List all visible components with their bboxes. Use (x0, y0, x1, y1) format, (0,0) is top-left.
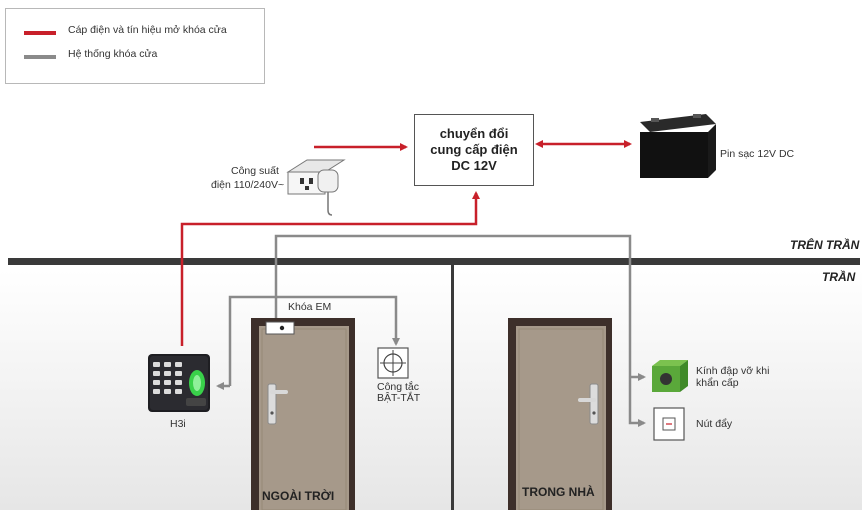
dividing-wall (451, 265, 454, 510)
power-wiring (180, 140, 632, 346)
indoor-label: TRONG NHÀ (522, 485, 595, 499)
ceiling-label: TRẦN (822, 270, 856, 284)
legend-swatch-power (24, 31, 56, 35)
outdoor-door (251, 318, 355, 510)
converter-line-1: chuyển đổi (439, 126, 509, 141)
ceiling-line (8, 258, 860, 265)
power-label-line-2: điện 110/240V~ (211, 179, 285, 191)
outdoor-label: NGOÀI TRỜI (262, 489, 335, 503)
break-glass-icon (652, 360, 688, 392)
converter-line-3: DC 12V (451, 158, 497, 173)
door-handle-icon (578, 383, 599, 425)
lock-wire-switch (228, 295, 400, 386)
break-glass-label-line-2: khẩn cấp (696, 377, 739, 389)
lock-wire-push-button (274, 234, 646, 427)
switch-label-line-1: Công tắc (377, 381, 420, 393)
break-glass-label-line-1: Kính đập vỡ khi (696, 365, 770, 377)
keypad-icon (148, 354, 210, 412)
switch-icon (377, 347, 409, 379)
h3i-label: H3i (170, 418, 186, 430)
push-button-label: Nút đẩy (696, 418, 733, 430)
battery-icon (640, 114, 716, 178)
em-lock-label: Khóa EM (288, 301, 332, 313)
power-outlet-icon (286, 159, 346, 216)
legend-label-lock: Hệ thống khóa cửa (68, 48, 158, 60)
push-button-icon (653, 407, 685, 441)
converter-line-2: cung cấp điện (430, 142, 518, 157)
legend-label-power: Cáp điện và tín hiệu mở khóa cửa (68, 24, 227, 36)
power-wire-h3i (180, 191, 480, 346)
legend: Cáp điện và tín hiệu mở khóa cửa Hệ thốn… (5, 8, 265, 84)
em-lock-icon (265, 321, 295, 335)
power-label-line-1: Công suất (231, 165, 279, 177)
power-converter-box: chuyển đổi cung cấp điện DC 12V (414, 114, 534, 186)
legend-swatch-lock (24, 55, 56, 59)
wall-background (0, 270, 862, 510)
lock-wiring (216, 234, 646, 427)
door-handle-icon (267, 383, 288, 425)
ceiling-above-label: TRÊN TRẦN (790, 238, 860, 252)
battery-label: Pin sạc 12V DC (720, 148, 795, 160)
switch-label-line-2: BẬT-TẮT (377, 392, 421, 404)
